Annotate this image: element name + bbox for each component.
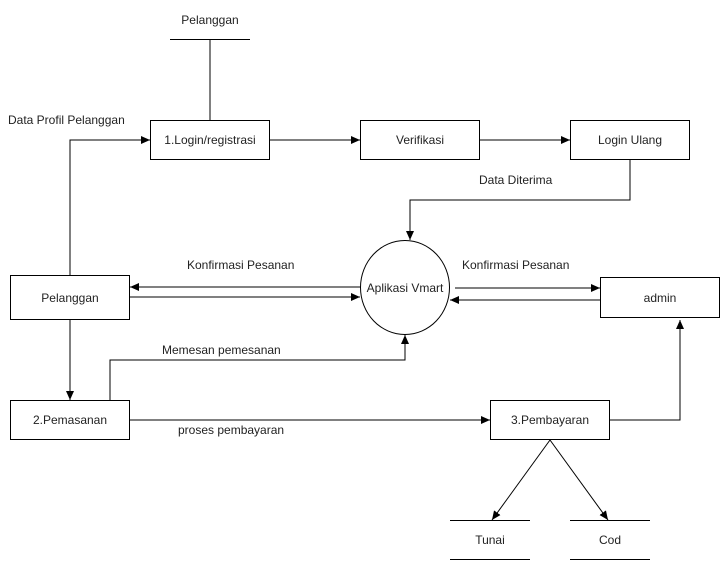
entity-pelanggan: Pelanggan bbox=[10, 275, 130, 320]
connector-pelanggan-to-login bbox=[69, 136, 150, 275]
entity-admin: admin bbox=[600, 277, 720, 318]
flow-label-data-profil: Data Profil Pelanggan bbox=[8, 113, 125, 127]
entity-admin-label: admin bbox=[643, 290, 677, 305]
store-tunai: Tunai bbox=[450, 520, 530, 560]
process-pembayaran: 3.Pembayaran bbox=[490, 400, 610, 440]
process-login-label: 1.Login/registrasi bbox=[164, 133, 256, 147]
store-pelanggan: Pelanggan bbox=[170, 0, 250, 40]
store-cod: Cod bbox=[570, 520, 650, 560]
flow-label-konfirmasi-kanan: Konfirmasi Pesanan bbox=[462, 258, 570, 272]
flow-label-memesan: Memesan pemesanan bbox=[162, 343, 281, 357]
process-login-ulang-label: Login Ulang bbox=[597, 133, 663, 147]
process-login-ulang: Login Ulang bbox=[570, 120, 690, 160]
flow-label-data-diterima: Data Diterima bbox=[479, 173, 553, 187]
process-aplikasi-vmart: Aplikasi Vmart bbox=[360, 240, 450, 335]
store-pelanggan-label: Pelanggan bbox=[181, 12, 239, 27]
process-pemasanan-label: 2.Pemasanan bbox=[32, 413, 108, 427]
flow-label-konfirmasi-kiri: Konfirmasi Pesanan bbox=[187, 258, 295, 272]
process-pemasanan: 2.Pemasanan bbox=[10, 400, 130, 440]
process-pembayaran-label: 3.Pembayaran bbox=[510, 413, 590, 427]
entity-pelanggan-label: Pelanggan bbox=[41, 290, 99, 305]
process-verifikasi: Verifikasi bbox=[360, 120, 480, 160]
connector-pembayaran-to-cod bbox=[549, 439, 609, 521]
connector-pembayaran-to-admin bbox=[610, 320, 684, 421]
connector-loginulang-to-aplikasi bbox=[406, 160, 631, 240]
connector-pemasanan-to-aplikasi bbox=[109, 335, 409, 400]
process-verifikasi-label: Verifikasi bbox=[395, 133, 445, 147]
connector-pembayaran-to-tunai bbox=[491, 439, 551, 521]
store-tunai-label: Tunai bbox=[475, 533, 505, 547]
store-cod-label: Cod bbox=[598, 533, 621, 547]
flow-label-proses-pembayaran: proses pembayaran bbox=[178, 423, 285, 437]
process-login-registrasi: 1.Login/registrasi bbox=[150, 120, 270, 160]
process-aplikasi-label: Aplikasi Vmart bbox=[366, 280, 444, 295]
